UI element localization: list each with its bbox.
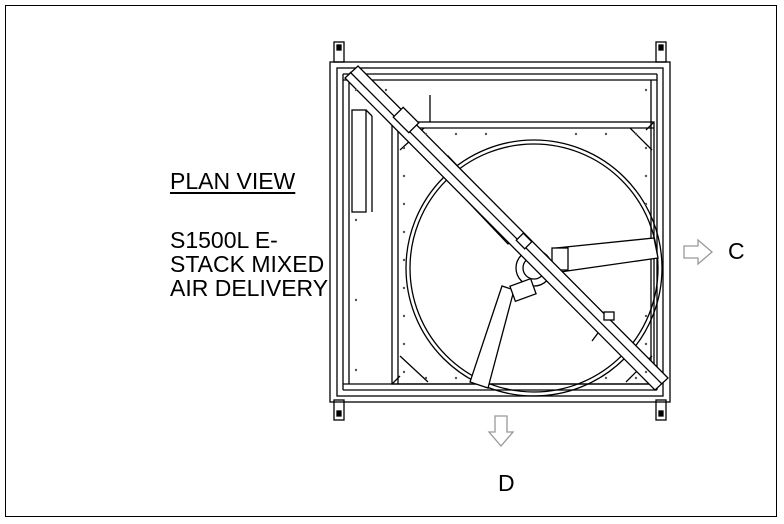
description-line: STACK MIXED (170, 251, 325, 277)
mounting-lug (333, 41, 345, 63)
fan-panel (391, 95, 655, 385)
outlet-c-arrow (683, 238, 713, 266)
outlet-d-arrow (487, 415, 515, 447)
drawing-border (5, 5, 777, 517)
outlet-d-label: D (498, 470, 515, 496)
mounting-lug (655, 41, 667, 63)
unit-description: S1500L E- STACK MIXED AIR DELIVERY (170, 228, 328, 300)
description-line: S1500L E- (170, 227, 278, 253)
mounting-lug (333, 399, 345, 421)
fan-blade (469, 277, 537, 389)
outlet-c-label: C (728, 238, 745, 264)
description-line: AIR DELIVERY (170, 275, 329, 301)
view-title: PLAN VIEW (170, 168, 296, 194)
mounting-lug (655, 399, 667, 421)
control-box (351, 109, 373, 213)
rivet-pattern (354, 88, 648, 380)
diagonal-beam (344, 65, 669, 391)
fan-blade (551, 237, 659, 273)
